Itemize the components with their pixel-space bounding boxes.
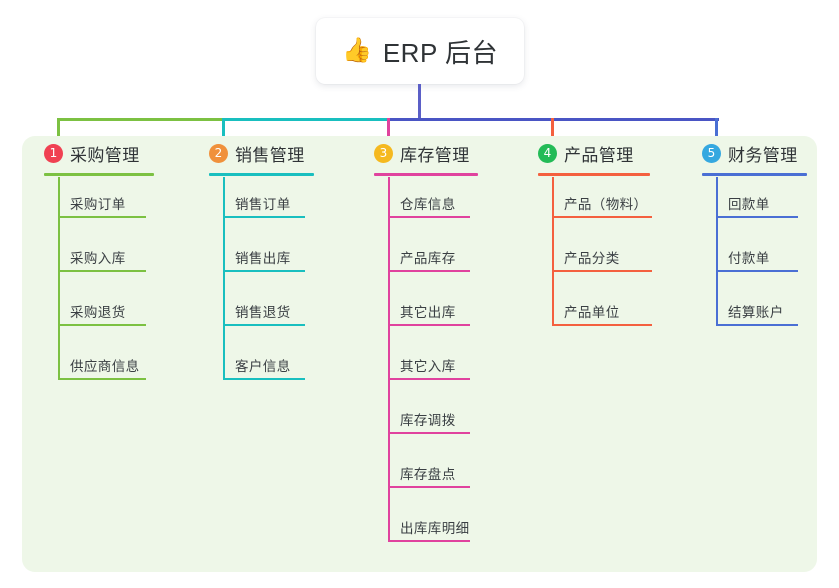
leaf-item-rule — [58, 324, 146, 326]
thumbs-up-icon: 👍 — [341, 37, 372, 64]
column-title-1: 采购管理 — [70, 145, 140, 165]
leaf-item-rule — [388, 432, 470, 434]
root-stem-connector — [418, 84, 421, 120]
trunk-segment-teal — [223, 118, 390, 121]
leaf-item-rule — [388, 270, 470, 272]
column-header-2[interactable]: 2 销售管理 — [209, 140, 321, 166]
leaf-item-rule — [223, 216, 305, 218]
leaf-item-label: 客户信息 — [235, 359, 291, 374]
leaf-item-label: 产品分类 — [564, 251, 620, 266]
branch-spine-3 — [388, 177, 390, 542]
leaf-item-rule — [552, 270, 652, 272]
branch-spine-5 — [716, 177, 718, 326]
column-rule-3 — [374, 173, 478, 176]
leaf-item-label: 仓库信息 — [400, 197, 456, 212]
column-title-2: 销售管理 — [235, 145, 305, 165]
leaf-item-rule — [388, 486, 470, 488]
leaf-item-rule — [716, 216, 798, 218]
column-5: 5 财务管理 — [702, 140, 807, 176]
column-title-4: 产品管理 — [564, 145, 634, 165]
column-badge-5: 5 — [702, 143, 721, 163]
leaf-item-rule — [716, 270, 798, 272]
column-header-4[interactable]: 4 产品管理 — [538, 140, 650, 166]
column-header-1[interactable]: 1 采购管理 — [44, 140, 162, 166]
leaf-item-rule — [223, 378, 305, 380]
column-3: 3 库存管理 — [374, 140, 486, 176]
branch-spine-1 — [58, 177, 60, 380]
leaf-item-label: 采购退货 — [70, 305, 126, 320]
column-1: 1 采购管理 — [44, 140, 162, 176]
root-node-title: ERP 后台 — [382, 37, 499, 68]
branch-spine-2 — [223, 177, 225, 380]
branch-spine-4 — [552, 177, 554, 326]
column-header-3[interactable]: 3 库存管理 — [374, 140, 486, 166]
leaf-item-rule — [58, 270, 146, 272]
leaf-item-rule — [388, 378, 470, 380]
column-rule-4 — [538, 173, 650, 176]
leaf-item-label: 销售出库 — [235, 251, 291, 266]
leaf-item-rule — [223, 324, 305, 326]
leaf-item-rule — [388, 540, 470, 542]
leaf-item-label: 库存调拨 — [400, 413, 456, 428]
column-badge-1: 1 — [44, 143, 63, 163]
leaf-item-label: 付款单 — [728, 251, 770, 266]
leaf-item-label: 出库库明细 — [400, 521, 470, 536]
column-title-5: 财务管理 — [728, 145, 798, 165]
column-title-3: 库存管理 — [400, 145, 470, 165]
leaf-item-label: 产品单位 — [564, 305, 620, 320]
leaf-item-rule — [223, 270, 305, 272]
leaf-item-label: 供应商信息 — [70, 359, 140, 374]
leaf-item-rule — [58, 216, 146, 218]
leaf-item-label: 销售订单 — [235, 197, 291, 212]
leaf-item-label: 结算账户 — [728, 305, 784, 320]
trunk-segment-green — [57, 118, 225, 121]
leaf-item-label: 产品（物料） — [564, 197, 648, 212]
root-node[interactable]: 👍 ERP 后台 — [316, 18, 524, 84]
column-rule-5 — [702, 173, 807, 176]
leaf-item-label: 采购订单 — [70, 197, 126, 212]
column-4: 4 产品管理 — [538, 140, 650, 176]
leaf-item-label: 其它出库 — [400, 305, 456, 320]
column-rule-2 — [209, 173, 314, 176]
leaf-item-label: 库存盘点 — [400, 467, 456, 482]
column-badge-2: 2 — [209, 143, 228, 163]
leaf-item-rule — [58, 378, 146, 380]
leaf-item-label: 采购入库 — [70, 251, 126, 266]
leaf-item-rule — [388, 324, 470, 326]
leaf-item-rule — [552, 216, 652, 218]
leaf-item-label: 其它入库 — [400, 359, 456, 374]
leaf-item-rule — [388, 216, 470, 218]
column-header-5[interactable]: 5 财务管理 — [702, 140, 807, 166]
leaf-item-label: 销售退货 — [235, 305, 291, 320]
column-rule-1 — [44, 173, 154, 176]
column-badge-4: 4 — [538, 143, 557, 163]
leaf-item-rule — [716, 324, 798, 326]
content-panel — [22, 136, 817, 572]
leaf-item-label: 回款单 — [728, 197, 770, 212]
leaf-item-rule — [552, 324, 652, 326]
leaf-item-label: 产品库存 — [400, 251, 456, 266]
column-badge-3: 3 — [374, 143, 393, 163]
column-2: 2 销售管理 — [209, 140, 321, 176]
